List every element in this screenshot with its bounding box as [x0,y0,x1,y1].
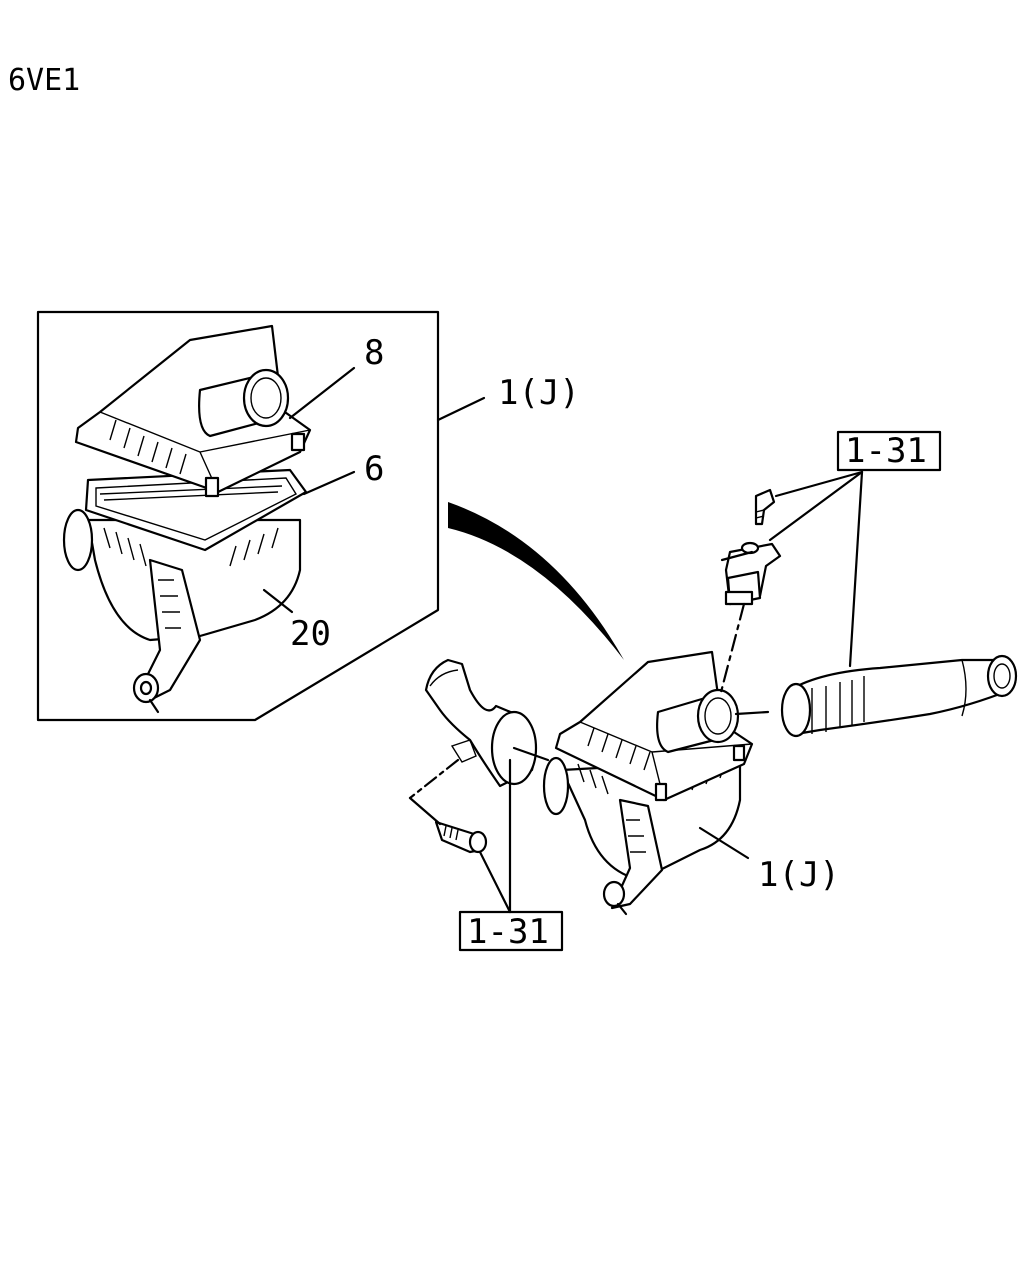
intake-screw [434,820,488,854]
inset-frame [36,310,440,722]
hose-centerline [734,710,770,716]
callout-20: 20 [290,614,331,654]
airflow-sensor [720,541,782,606]
intake-leaders [408,746,550,826]
ref-label-bottom: 1-31 [467,912,549,952]
ref-leaders-bottom [478,758,512,914]
inset-upper-cover [74,324,312,498]
sensor-screw [754,488,776,526]
ref-box-bottom: 1-31 [458,910,564,952]
main-air-cleaner [542,650,754,916]
callout-8: 8 [364,333,384,373]
diagram-code: 6VE1 [8,63,80,98]
assembly-label-bottom: 1(J) [758,855,840,895]
intake-duct [424,658,538,788]
ref-label-top: 1-31 [845,431,927,471]
ref-box-top: 1-31 [836,430,942,472]
inset-leaders [262,366,486,614]
assembly-label-top: 1(J) [498,373,580,413]
sensor-centerline [718,602,746,698]
callout-6: 6 [364,449,384,489]
outlet-hose [780,654,1018,738]
ref-leaders-top [768,470,864,668]
assembly-leader-bottom [698,826,750,860]
transition-arrow [448,502,624,660]
inset-lower-case [62,508,302,714]
